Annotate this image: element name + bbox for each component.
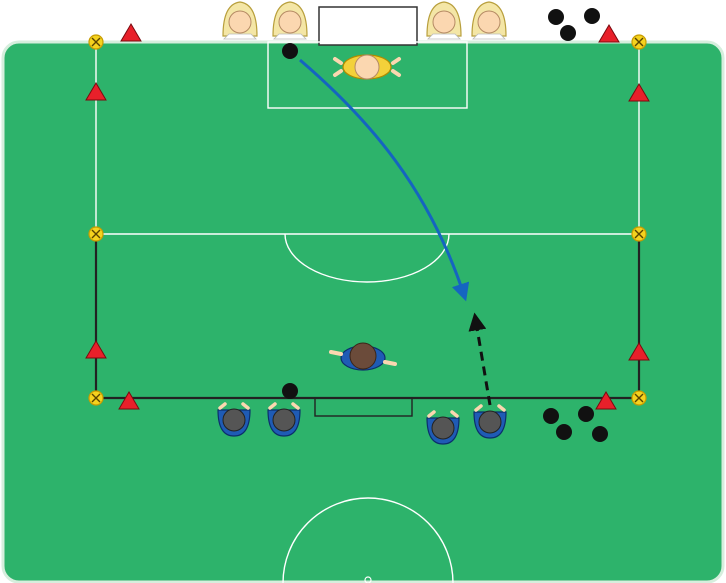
ball-icon — [282, 383, 298, 399]
top-goal — [319, 7, 417, 45]
yellow-player-icon — [223, 2, 257, 39]
yellow-x-marker — [89, 227, 103, 241]
ball-icon — [548, 9, 564, 25]
yellow-player-icon — [427, 2, 461, 39]
yellow-x-marker — [89, 391, 103, 405]
ball-icon — [560, 25, 576, 41]
yellow-player-icon — [472, 2, 506, 39]
ball-icon — [578, 406, 594, 422]
ball-icon — [282, 43, 298, 59]
yellow-x-marker — [632, 391, 646, 405]
yellow-x-marker — [89, 35, 103, 49]
yellow-player-icon — [273, 2, 307, 39]
red-cone — [599, 25, 619, 42]
yellow-x-marker — [632, 35, 646, 49]
ball-icon — [543, 408, 559, 424]
ball-icon — [592, 426, 608, 442]
yellow-x-marker — [632, 227, 646, 241]
ball-icon — [584, 8, 600, 24]
red-cone — [121, 24, 141, 41]
ball-icon — [556, 424, 572, 440]
